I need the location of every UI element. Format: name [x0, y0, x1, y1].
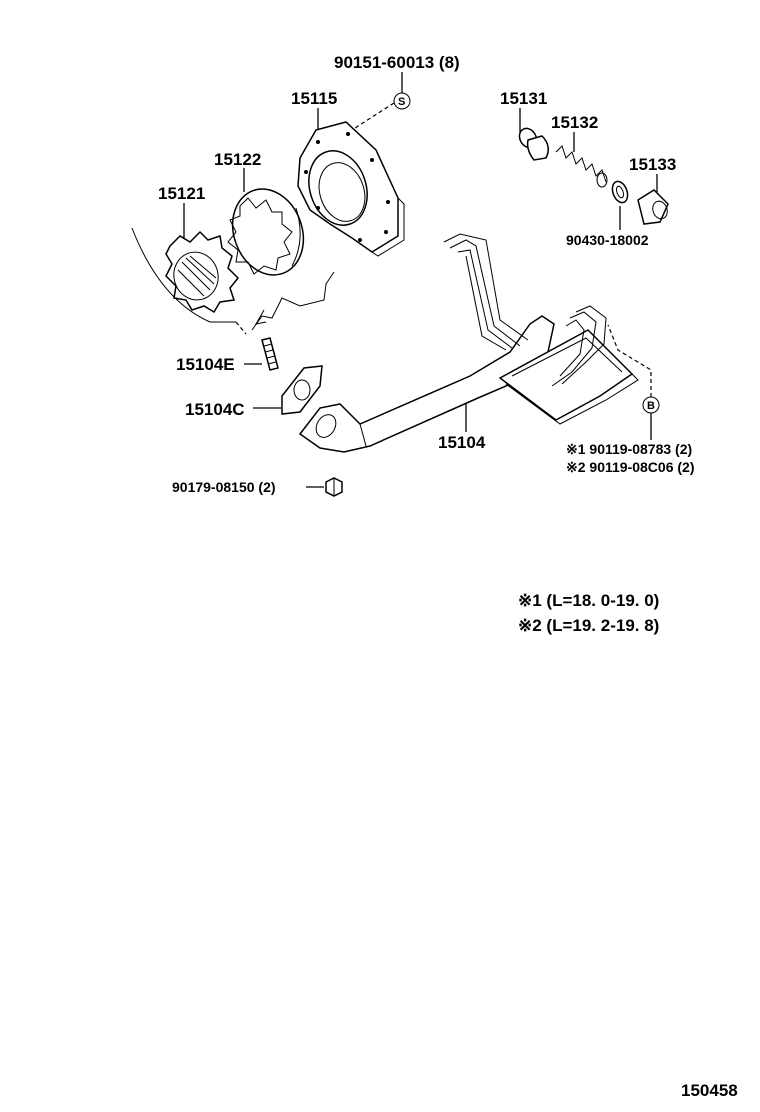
svg-text:B: B [647, 400, 655, 412]
label-cover: 15115 [291, 89, 337, 108]
label-plug: 15133 [629, 155, 676, 174]
leader-lines [183, 72, 658, 488]
figure-number: 150458 [681, 1081, 738, 1100]
label-gasket: 15104C [185, 400, 245, 419]
label-rotor-inner: 15121 [158, 184, 205, 203]
label-spring: 15132 [551, 113, 598, 132]
svg-text:S: S [398, 96, 405, 108]
label-length2: ※2 (L=19. 2-19. 8) [518, 616, 659, 635]
relief-plug [637, 189, 669, 225]
label-strainer: 15104 [438, 433, 486, 452]
relief-spring [555, 145, 608, 188]
label-stud: 15104E [176, 355, 235, 374]
pump-cover [297, 121, 405, 257]
oil-strainer [298, 233, 639, 453]
label-valve: 15131 [500, 89, 547, 108]
label-nut: 90179-08150 (2) [172, 479, 276, 495]
symbol-s: S [393, 92, 411, 110]
symbol-b: B [642, 396, 660, 414]
label-bolt-note1: ※1 90119-08783 (2) [566, 441, 692, 457]
nut [325, 477, 343, 497]
label-bolt-note2: ※2 90119-08C06 (2) [566, 459, 694, 475]
strainer-gasket [281, 365, 323, 415]
stud-bolt [261, 337, 279, 371]
label-rotor-outer: 15122 [214, 150, 261, 169]
label-gasket-plug: 90430-18002 [566, 232, 649, 248]
plug-gasket [611, 180, 629, 204]
outer-rotor [227, 188, 305, 276]
label-length1: ※1 (L=18. 0-19. 0) [518, 591, 659, 610]
inner-rotor [131, 227, 335, 335]
label-bolt-top: 90151-60013 (8) [334, 53, 460, 72]
relief-valve [518, 127, 549, 161]
